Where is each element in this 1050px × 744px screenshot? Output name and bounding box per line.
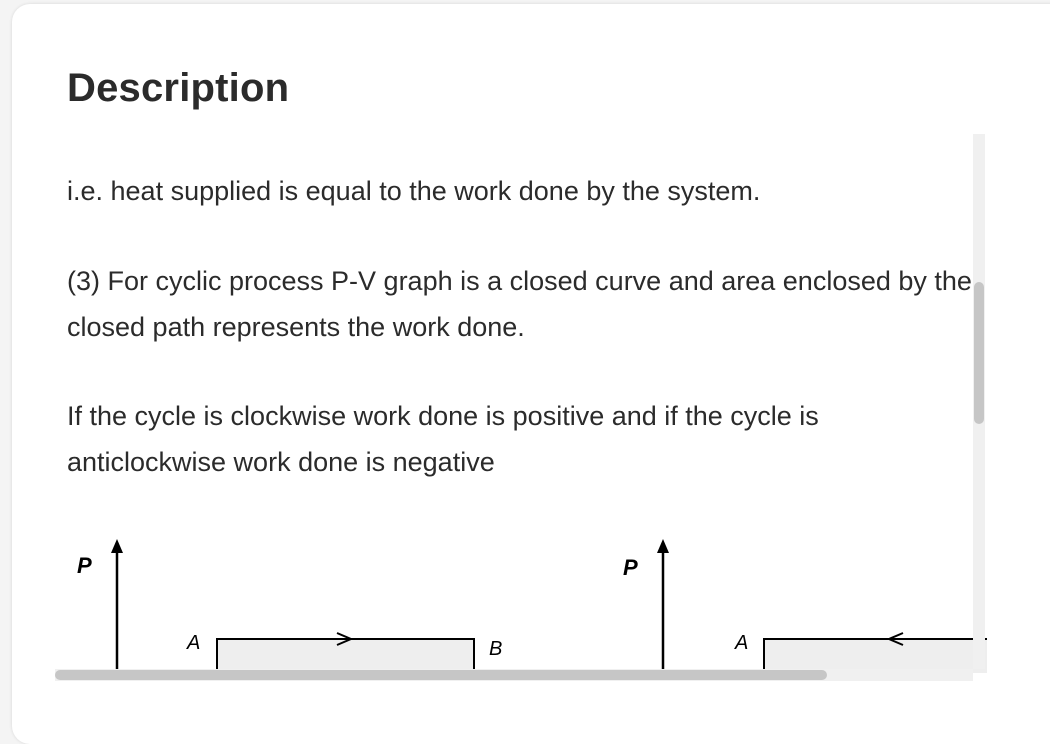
arrow-left-icon [886,632,904,646]
description-card: Description i.e. heat supplied is equal … [12,4,1050,744]
y-axis-arrow-icon [111,539,123,553]
cycle-region [763,638,987,673]
section-title: Description [67,66,290,110]
axis-label-p: P [623,555,638,580]
pv-diagram-clockwise: P A B [77,539,502,673]
corner-label-a: A [186,632,200,654]
paragraph-heat-supplied: i.e. heat supplied is equal to the work … [67,176,761,206]
corner-label-a: A [734,632,748,654]
scrollable-content[interactable]: i.e. heat supplied is equal to the work … [67,138,987,673]
corner-label-b: B [489,638,502,660]
vertical-scrollbar-thumb[interactable] [974,282,984,424]
arrow-right-icon [336,632,354,646]
y-axis-arrow-icon [657,539,669,553]
paragraph-cyclic-process: (3) For cyclic process P-V graph is a cl… [67,266,972,342]
axis-label-p: P [77,553,92,578]
pv-diagram-anticlockwise: P A [623,539,987,673]
pv-diagrams-image: P A B P A [77,539,987,673]
cycle-region [216,638,475,673]
horizontal-scrollbar-thumb[interactable] [55,670,827,680]
paragraph-cycle-direction: If the cycle is clockwise work done is p… [67,401,819,477]
